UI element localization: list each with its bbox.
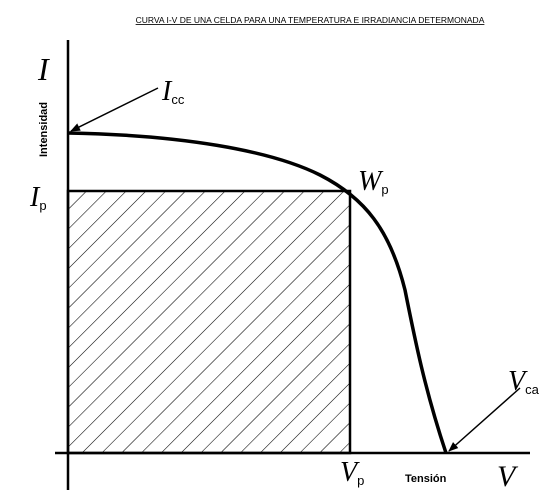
x-axis-symbol: V (497, 460, 519, 493)
icc-arrow (70, 87, 159, 132)
wp-label: Wp (358, 166, 389, 197)
vp-label: Vp (340, 457, 364, 488)
ip-label: Ip (29, 182, 47, 213)
iv-curve (67, 131, 448, 454)
y-axis-label: Intensidad (38, 102, 50, 157)
vca-arrow (448, 387, 521, 452)
blank-label-box (116, 56, 148, 74)
x-axis-label: Tensión (405, 473, 447, 485)
diagram-title: CURVA I-V DE UNA CELDA PARA UNA TEMPERAT… (136, 15, 485, 25)
icc-label: Icc (161, 76, 185, 107)
vca-label: Vca (508, 366, 540, 397)
y-axis-symbol: I (37, 51, 50, 87)
blank-label-box-2 (323, 86, 403, 104)
max-power-area (66, 189, 352, 455)
